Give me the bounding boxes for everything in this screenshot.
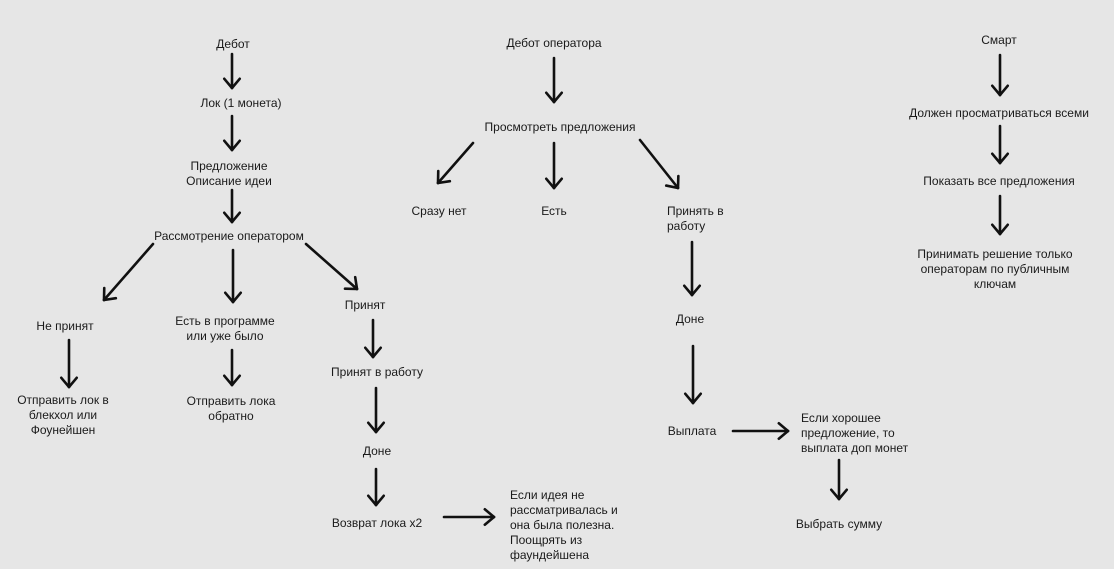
arrow-smart-visible [990, 53, 1010, 97]
node-exists: Есть в программе или уже было [175, 314, 275, 343]
node-reward-note: Если идея не рассматривалась и она была … [510, 488, 618, 562]
arrow-view-accept [638, 138, 680, 190]
node-in-work: Принят в работу [331, 365, 423, 379]
node-debot: Дебот [216, 37, 250, 51]
arrow-done-return [366, 467, 386, 507]
node-view-proposals: Просмотреть предложения [484, 120, 636, 134]
node-done-2: Доне [675, 312, 705, 326]
node-lock: Лок (1 монета) [200, 96, 282, 110]
arrow-rejected-sendlock [59, 338, 79, 389]
arrow-review-accepted [304, 242, 359, 291]
node-payout: Выплата [667, 424, 717, 438]
node-return-x2: Возврат лока x2 [331, 516, 423, 530]
arrow-accepted-inwork [363, 318, 383, 359]
arrow-view-no [436, 141, 475, 185]
node-bonus-note: Если хорошее предложение, то выплата доп… [801, 411, 909, 455]
node-accepted: Принят [344, 298, 386, 312]
node-send-lock: Отправить лок в блекхол или Фоунейшен [17, 393, 109, 437]
arrow-proposal-review [222, 188, 242, 224]
node-choose-sum: Выбрать сумму [795, 517, 883, 531]
node-no: Сразу нет [411, 204, 467, 218]
arrow-payout-note [731, 421, 790, 441]
arrow-return-note [442, 507, 496, 527]
node-proposal: Предложение Описание идеи [186, 159, 272, 188]
node-decision: Принимать решение только операторам по п… [917, 247, 1073, 291]
arrow-debot-lock [222, 52, 242, 90]
arrow-visible-show [990, 124, 1010, 165]
node-rejected: Не принят [36, 319, 94, 333]
node-show-all: Показать все предложения [923, 174, 1075, 188]
arrow-exists-returnlock [222, 348, 242, 387]
arrow-review-exists [223, 248, 243, 304]
arrow-note-choose [829, 458, 849, 501]
node-accept-work: Принять в работу [667, 204, 724, 233]
arrow-show-decision [990, 194, 1010, 236]
node-operator-debot: Дебот оператора [506, 36, 602, 50]
node-done-1: Доне [362, 444, 392, 458]
arrow-review-rejected [102, 242, 155, 302]
arrow-opdebot-view [544, 56, 564, 104]
arrow-done-payout [683, 344, 703, 405]
node-exists-op: Есть [541, 204, 567, 218]
arrow-view-exists [544, 141, 564, 190]
node-smart: Смарт [981, 33, 1017, 47]
node-review: Рассмотрение оператором [154, 229, 304, 243]
arrow-inwork-done [366, 386, 386, 434]
arrow-accept-done [682, 240, 702, 297]
arrow-lock-proposal [222, 114, 242, 152]
node-visible-all: Должен просматриваться всеми [909, 106, 1089, 120]
node-return-lock: Отправить лока обратно [186, 394, 276, 423]
